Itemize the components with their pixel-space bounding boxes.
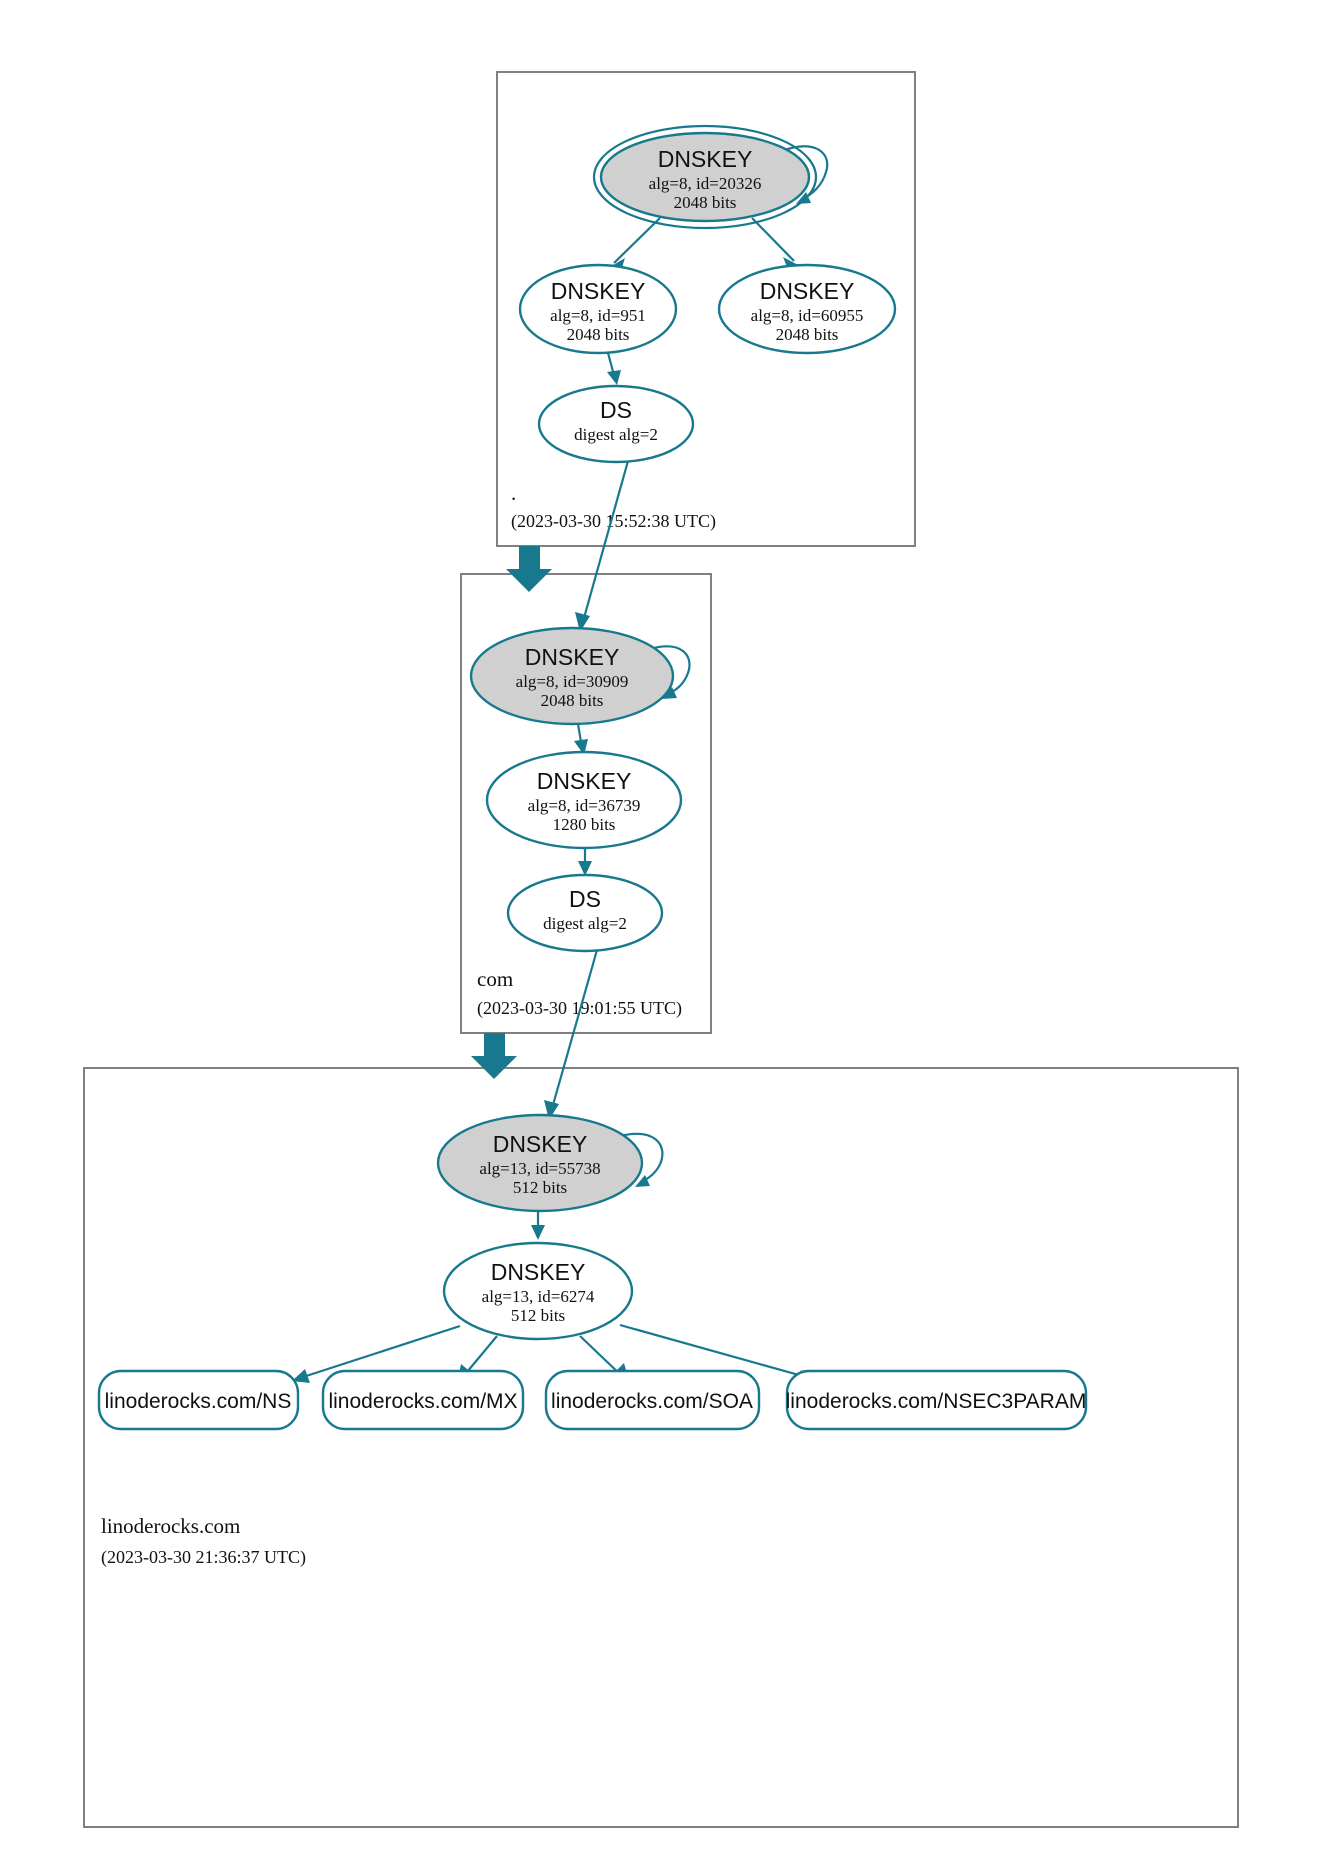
rrset-node-soa	[544, 1369, 761, 1431]
rrset-node-mx	[321, 1369, 525, 1431]
node-root-ds	[537, 384, 695, 464]
root-zsk-60955-params: alg=8, id=60955	[751, 306, 864, 325]
delegation-arrow-com-to-linoderocks	[471, 1033, 517, 1079]
zone-timestamp-root: (2023-03-30 15:52:38 UTC)	[511, 511, 716, 532]
rrset-label-soa: linoderocks.com/SOA	[551, 1390, 753, 1413]
root-zsk-60955-size: 2048 bits	[776, 325, 839, 344]
rrset-node-nsec3param	[785, 1369, 1088, 1431]
self-loop-com-ksk	[649, 645, 691, 694]
zone-label-com: com	[477, 967, 513, 991]
lr-zsk-params: alg=13, id=6274	[482, 1287, 595, 1306]
zone-timestamp-linoderocks: (2023-03-30 21:36:37 UTC)	[101, 1547, 306, 1568]
self-loop-lr-ksk	[619, 1132, 664, 1182]
root-zsk-60955-title: DNSKEY	[760, 278, 855, 304]
root-ksk-size: 2048 bits	[674, 193, 737, 212]
rrset-label-nsec3param: linoderocks.com/NSEC3PARAM	[786, 1390, 1087, 1413]
root-zsk-951-params: alg=8, id=951	[550, 306, 646, 325]
lr-zsk-size: 512 bits	[511, 1306, 565, 1325]
node-root-zsk-60955	[717, 263, 897, 355]
zone-label-root: .	[511, 481, 516, 505]
node-lr-zsk	[442, 1241, 634, 1341]
root-ksk-title: DNSKEY	[658, 146, 753, 172]
zone-label-linoderocks: linoderocks.com	[101, 1514, 240, 1538]
com-zsk-title: DNSKEY	[537, 768, 632, 794]
com-ds-params: digest alg=2	[543, 914, 627, 933]
edge-root-ds-to-com-ksk	[580, 460, 630, 626]
lr-ksk-title: DNSKEY	[493, 1131, 588, 1157]
edge-com-ds-to-lr-ksk	[549, 949, 599, 1113]
root-ksk-outer-ring	[592, 124, 818, 230]
node-root-ksk	[599, 131, 811, 223]
edge-lr-zsk-to-ns-arrowhead	[292, 1369, 310, 1383]
edge-lr-zsk-to-nsec3param	[619, 1323, 807, 1379]
self-loop-com-ksk-arrowhead	[662, 687, 677, 699]
edge-root-ksk-to-zsk60955	[751, 217, 795, 262]
edge-lr-ksk-to-zsk-arrowhead	[531, 1225, 545, 1240]
delegation-arrow-root-to-com	[506, 546, 552, 592]
com-ksk-params: alg=8, id=30909	[516, 672, 629, 691]
lr-ksk-size: 512 bits	[513, 1178, 567, 1197]
com-zsk-size: 1280 bits	[553, 815, 616, 834]
edge-root-ksk-to-zsk60955-arrowhead	[783, 257, 798, 272]
edge-lr-zsk-to-ns	[299, 1324, 461, 1380]
node-root-zsk-951	[518, 263, 678, 355]
root-ksk-params: alg=8, id=20326	[649, 174, 762, 193]
root-ds-params: digest alg=2	[574, 425, 658, 444]
com-ksk-title: DNSKEY	[525, 644, 620, 670]
node-com-ksk	[469, 626, 675, 726]
root-ds-title: DS	[600, 397, 632, 423]
rrset-label-ns: linoderocks.com/NS	[105, 1390, 292, 1413]
lr-ksk-params: alg=13, id=55738	[479, 1159, 600, 1178]
edge-root-ksk-to-zsk951	[613, 217, 661, 264]
node-lr-ksk	[436, 1113, 644, 1213]
root-zsk-951-size: 2048 bits	[567, 325, 630, 344]
edge-com-zsk-to-ds-arrowhead	[578, 861, 592, 876]
com-zsk-params: alg=8, id=36739	[528, 796, 641, 815]
root-zsk-951-title: DNSKEY	[551, 278, 646, 304]
self-loop-root-ksk	[781, 145, 829, 199]
com-ds-title: DS	[569, 886, 601, 912]
com-ksk-size: 2048 bits	[541, 691, 604, 710]
rrset-label-mx: linoderocks.com/MX	[328, 1390, 517, 1413]
edge-root-zsk951-to-ds-arrowhead	[607, 370, 621, 385]
lr-zsk-title: DNSKEY	[491, 1259, 586, 1285]
self-loop-lr-ksk-arrowhead	[635, 1175, 650, 1187]
self-loop-root-ksk-arrowhead	[796, 192, 811, 204]
node-com-ds	[506, 873, 664, 953]
zone-box-linoderocks	[83, 1067, 1239, 1828]
rrset-node-ns	[97, 1369, 300, 1431]
